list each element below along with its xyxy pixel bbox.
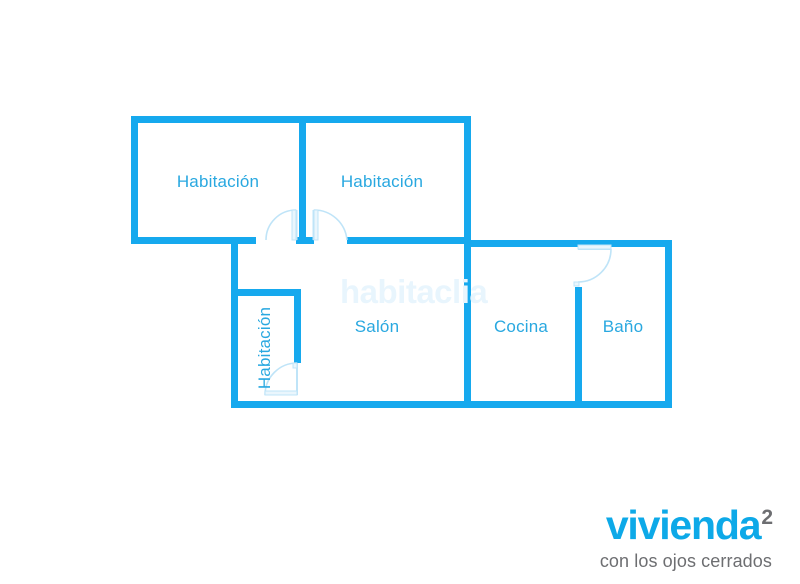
logo-tagline: con los ojos cerrados [599, 551, 772, 571]
room-label-salon: Salón [355, 317, 399, 336]
watermark-habitaclia: habitaclia [340, 273, 488, 310]
door-habitacion-1 [265, 209, 298, 241]
wall-upper-left [131, 116, 138, 244]
wall-bedroom-partition [299, 116, 306, 244]
brand-logo: vivienda2 con los ojos cerrados [599, 502, 773, 571]
room-label-bano: Baño [603, 317, 644, 336]
room-label-habitacion-1: Habitación [177, 172, 259, 191]
doors [264, 209, 612, 396]
wall-upper-right [464, 116, 471, 246]
walls-upper-block [131, 116, 471, 246]
wall-lower-left [231, 240, 238, 408]
room-label-cocina: Cocina [494, 317, 548, 336]
logo-superscript-two: 2 [761, 505, 773, 529]
wall-lower-bottom [231, 401, 672, 408]
room-label-habitacion-2: Habitación [341, 172, 423, 191]
wall-small-bedroom-top [231, 289, 301, 296]
walls-lower-block [231, 240, 672, 408]
wall-small-bedroom-right [294, 289, 301, 363]
room-label-habitacion-3: Habitación [255, 307, 274, 389]
door-habitacion-3 [264, 362, 298, 396]
logo-wordmark: vivienda2 [600, 502, 773, 548]
door-habitacion-2 [312, 209, 348, 241]
wall-bedroom2-bottom [347, 237, 471, 244]
wall-kitchen-bath-top [464, 240, 672, 247]
wall-salon-kitchen-partition [464, 240, 471, 408]
wall-lower-right [665, 240, 672, 408]
wall-kitchen-bath-partition [575, 287, 582, 408]
logo-word-vivienda: vivienda [605, 502, 762, 548]
door-bano [573, 244, 612, 287]
wall-bedroom1-bottom [131, 237, 256, 244]
